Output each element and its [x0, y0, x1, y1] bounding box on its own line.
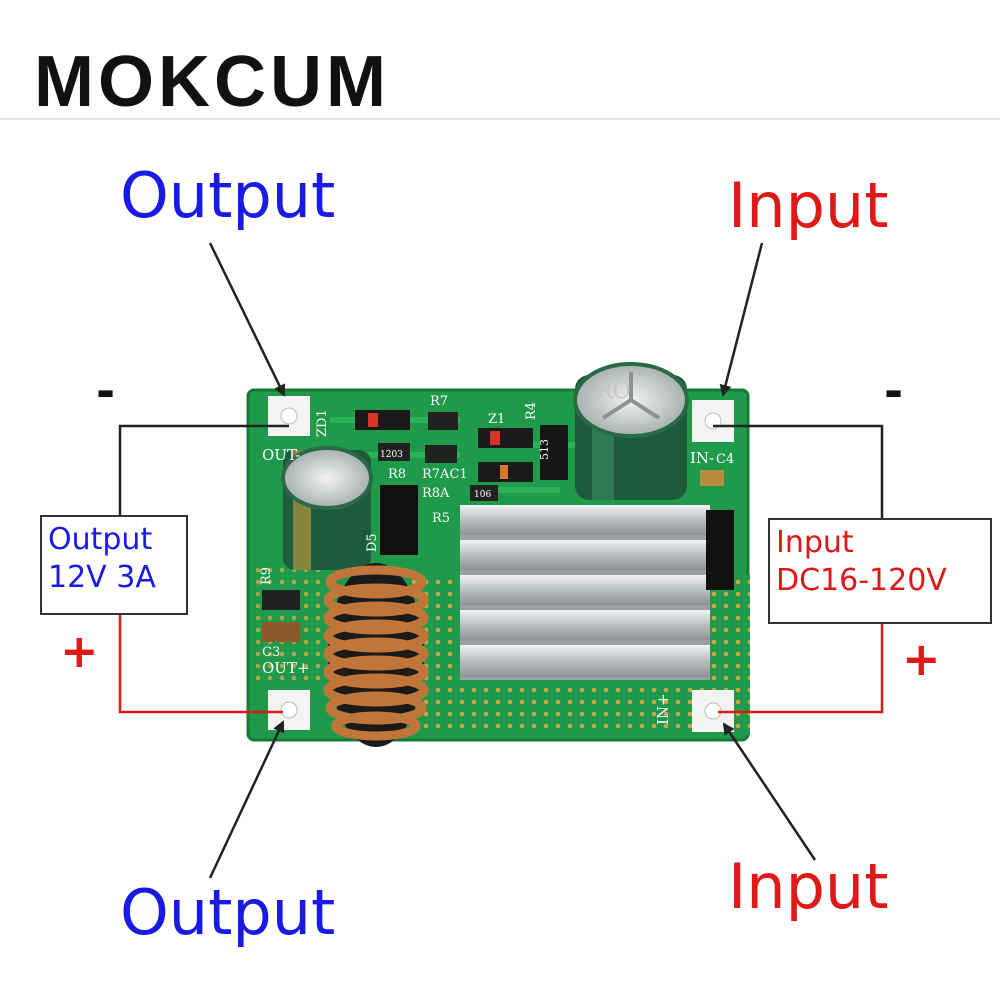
silk-r4: R4 — [524, 402, 539, 420]
wire-out-plus — [118, 614, 283, 714]
sign-neg-right: - — [884, 364, 904, 418]
arrow-output-bottom — [208, 720, 285, 879]
sign-pos-left: + — [60, 624, 99, 678]
silk-z1: Z1 — [488, 412, 505, 427]
brand-logo-text: MOKCUM — [34, 42, 390, 122]
smd-1203-label: 1203 — [380, 450, 403, 460]
silk-r9: R9 — [259, 567, 274, 585]
silk-out-minus: OUT- — [262, 446, 300, 464]
label-output-bottom: Output — [120, 876, 336, 949]
silk-c3: C3 — [262, 645, 280, 660]
silk-zd1: ZD1 — [315, 409, 330, 437]
brand-bar — [0, 38, 1000, 120]
smd-513-label: 513 — [538, 439, 551, 460]
arrow-input-top — [719, 242, 764, 397]
smd-components — [262, 410, 724, 642]
sign-pos-right: + — [902, 632, 941, 686]
arrow-output-top — [208, 242, 286, 397]
spec-output-line2: 12V 3A — [48, 559, 156, 595]
silk-d5: D5 — [365, 533, 380, 552]
silk-in-plus: IN+ — [654, 693, 672, 725]
silk-out-plus: OUT+ — [262, 659, 310, 677]
silk-r7: R7 — [430, 394, 448, 409]
spec-box-output: Output 12V 3A — [40, 515, 188, 615]
silk-r5: R5 — [432, 511, 450, 526]
pointer-arrows — [208, 242, 817, 879]
silk-c4: C4 — [716, 452, 734, 467]
wire-in-plus — [718, 623, 884, 714]
terminal-in-minus — [692, 400, 734, 442]
spec-input-line1: Input — [776, 525, 854, 560]
label-output-top: Output — [120, 159, 336, 232]
arrow-input-bottom — [722, 722, 817, 861]
silk-r8: R8 — [388, 467, 406, 482]
label-input-top: Input — [728, 169, 889, 242]
toroid-inductor — [323, 563, 429, 747]
spec-output-line1: Output — [48, 522, 153, 557]
spec-box-input: Input DC16-120V — [768, 518, 992, 624]
capacitor-small — [281, 446, 373, 570]
silkscreen: OUT- OUT+ IN- IN+ ZD1 R7 Z1 R4 C4 R8 R7A… — [259, 379, 734, 725]
spec-input-line2: DC16-120V — [776, 562, 947, 598]
silk-r8a: R8A — [422, 486, 450, 501]
wire-in-minus — [713, 424, 884, 518]
heatsink — [460, 505, 734, 680]
silk-in-minus: IN- — [690, 449, 714, 467]
capacitor-large — [573, 362, 689, 500]
cap-marking: RO — [596, 379, 631, 404]
smd-106-label: 106 — [474, 490, 491, 500]
wires — [118, 424, 884, 714]
terminal-out-plus — [268, 690, 310, 730]
wire-out-minus — [118, 424, 289, 515]
sign-neg-left: - — [96, 364, 116, 418]
label-input-bottom: Input — [728, 850, 889, 923]
terminal-out-minus — [268, 396, 310, 436]
silk-r7ac1: R7AC1 — [422, 467, 468, 482]
